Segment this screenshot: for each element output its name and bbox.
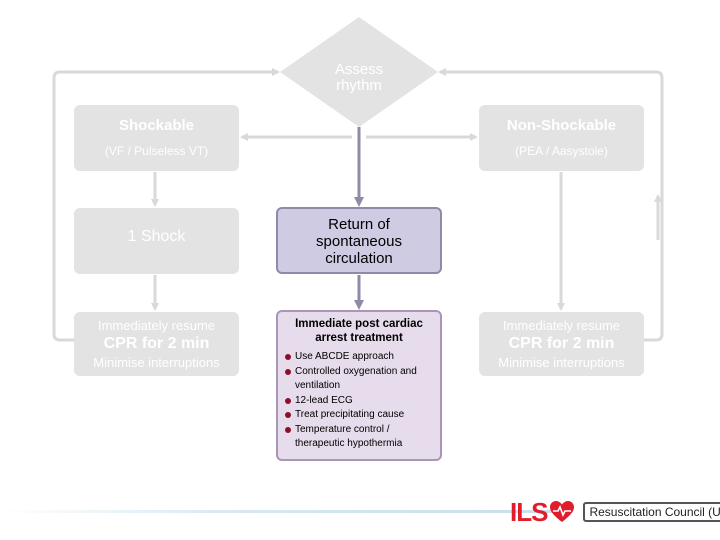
- list-item-text: 12-lead ECG: [295, 394, 353, 406]
- list-item-text: Use ABCDE approach: [295, 351, 394, 362]
- list-item: Treat precipitating cause: [284, 408, 434, 423]
- shock-box: 1 Shock: [74, 208, 239, 274]
- assess-line2: rhythm: [336, 77, 382, 94]
- assess-rhythm-label: Assess rhythm: [309, 62, 409, 94]
- ils-logo: ILS Resuscitation Council (UK): [510, 497, 720, 527]
- rosc-line1: Return of: [328, 216, 390, 233]
- assess-diamond: [280, 17, 438, 127]
- cpr-left-line1: Immediately resume: [97, 318, 216, 333]
- rosc-line2: spontaneous: [316, 233, 402, 250]
- shockable-title: Shockable: [118, 117, 195, 134]
- cpr-left-line3: Minimise interruptions: [93, 355, 220, 370]
- shock-label: 1 Shock: [127, 228, 186, 245]
- bullet-icon: [285, 397, 291, 404]
- cpr-left-box: Immediately resume CPR for 2 min Minimis…: [74, 312, 239, 376]
- list-item: Temperature control / therapeutic hypoth…: [284, 423, 434, 452]
- bullet-icon: [285, 426, 291, 433]
- list-item-text: Controlled oxygenation and ventilation: [295, 365, 417, 392]
- list-item-text: Treat precipitating cause: [295, 409, 405, 420]
- post-heading-line1: Immediate post cardiac: [295, 318, 423, 330]
- list-item-text: Temperature control / therapeutic hypoth…: [295, 423, 403, 450]
- footer-divider: [0, 510, 560, 513]
- non-shockable-box: Non-Shockable (PEA / Aasystole): [479, 105, 644, 171]
- post-arrest-box: Immediate post cardiac arrest treatment …: [276, 310, 442, 461]
- assess-line1: Assess: [334, 61, 384, 78]
- post-arrest-list: Use ABCDE approach Controlled oxygenatio…: [284, 350, 434, 452]
- org-name: Resuscitation Council (UK): [583, 502, 720, 522]
- rosc-box: Return of spontaneous circulation: [276, 207, 442, 274]
- bullet-icon: [285, 354, 291, 360]
- list-item: Use ABCDE approach: [284, 350, 434, 365]
- shockable-subtitle: (VF / Pulseless VT): [104, 144, 209, 158]
- post-arrest-heading: Immediate post cardiac arrest treatment: [284, 317, 434, 345]
- cpr-right-line2: CPR for 2 min: [508, 335, 615, 352]
- list-item: Controlled oxygenation and ventilation: [284, 365, 434, 394]
- rosc-line3: circulation: [325, 250, 393, 267]
- ils-wordmark: ILS: [510, 496, 548, 527]
- list-item: 12-lead ECG: [284, 394, 434, 409]
- post-heading-line2: arrest treatment: [315, 332, 403, 344]
- heart-icon: [550, 501, 575, 522]
- non-shockable-subtitle: (PEA / Aasystole): [515, 144, 608, 158]
- cpr-right-line3: Minimise interruptions: [498, 355, 625, 370]
- cpr-right-box: Immediately resume CPR for 2 min Minimis…: [479, 312, 644, 376]
- non-shockable-title: Non-Shockable: [506, 117, 617, 134]
- shockable-box: Shockable (VF / Pulseless VT): [74, 105, 239, 171]
- bullet-icon: [285, 368, 291, 375]
- cpr-right-line1: Immediately resume: [502, 318, 621, 333]
- loop-right: [438, 68, 664, 342]
- loop-left: [52, 68, 280, 342]
- bullet-icon: [285, 412, 291, 418]
- cpr-left-line2: CPR for 2 min: [103, 335, 210, 352]
